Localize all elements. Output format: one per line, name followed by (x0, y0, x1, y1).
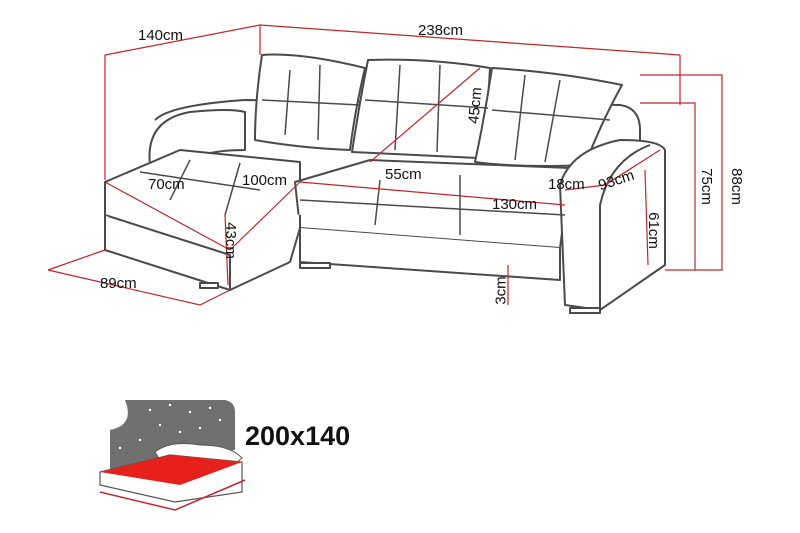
dim-back-cushion-height: 45cm (465, 86, 486, 125)
dim-armrest-width: 18cm (548, 176, 585, 193)
dim-seat-width: 130cm (492, 196, 538, 213)
dim-seat-height-chaise: 43cm (221, 222, 239, 259)
dim-chaise-seat-width: 70cm (148, 176, 185, 193)
dim-seat-depth: 55cm (385, 166, 422, 183)
dim-chaise-seat-depth: 100cm (242, 172, 288, 189)
dim-armrest-height: 75cm (697, 168, 715, 205)
dim-total-height: 88cm (727, 168, 745, 205)
sofa-bed-icon (99, 400, 246, 511)
dim-total-width: 238cm (418, 22, 464, 39)
bed-size-label: 200x140 (245, 421, 351, 451)
dimension-lines (47, 24, 723, 306)
dim-seat-height-side: 61cm (644, 212, 662, 249)
dim-leg-height: 3cm (492, 276, 510, 305)
dim-depth-chaise: 140cm (138, 27, 184, 44)
sofa-outline (104, 53, 666, 314)
dim-chaise-width: 89cm (100, 275, 137, 292)
